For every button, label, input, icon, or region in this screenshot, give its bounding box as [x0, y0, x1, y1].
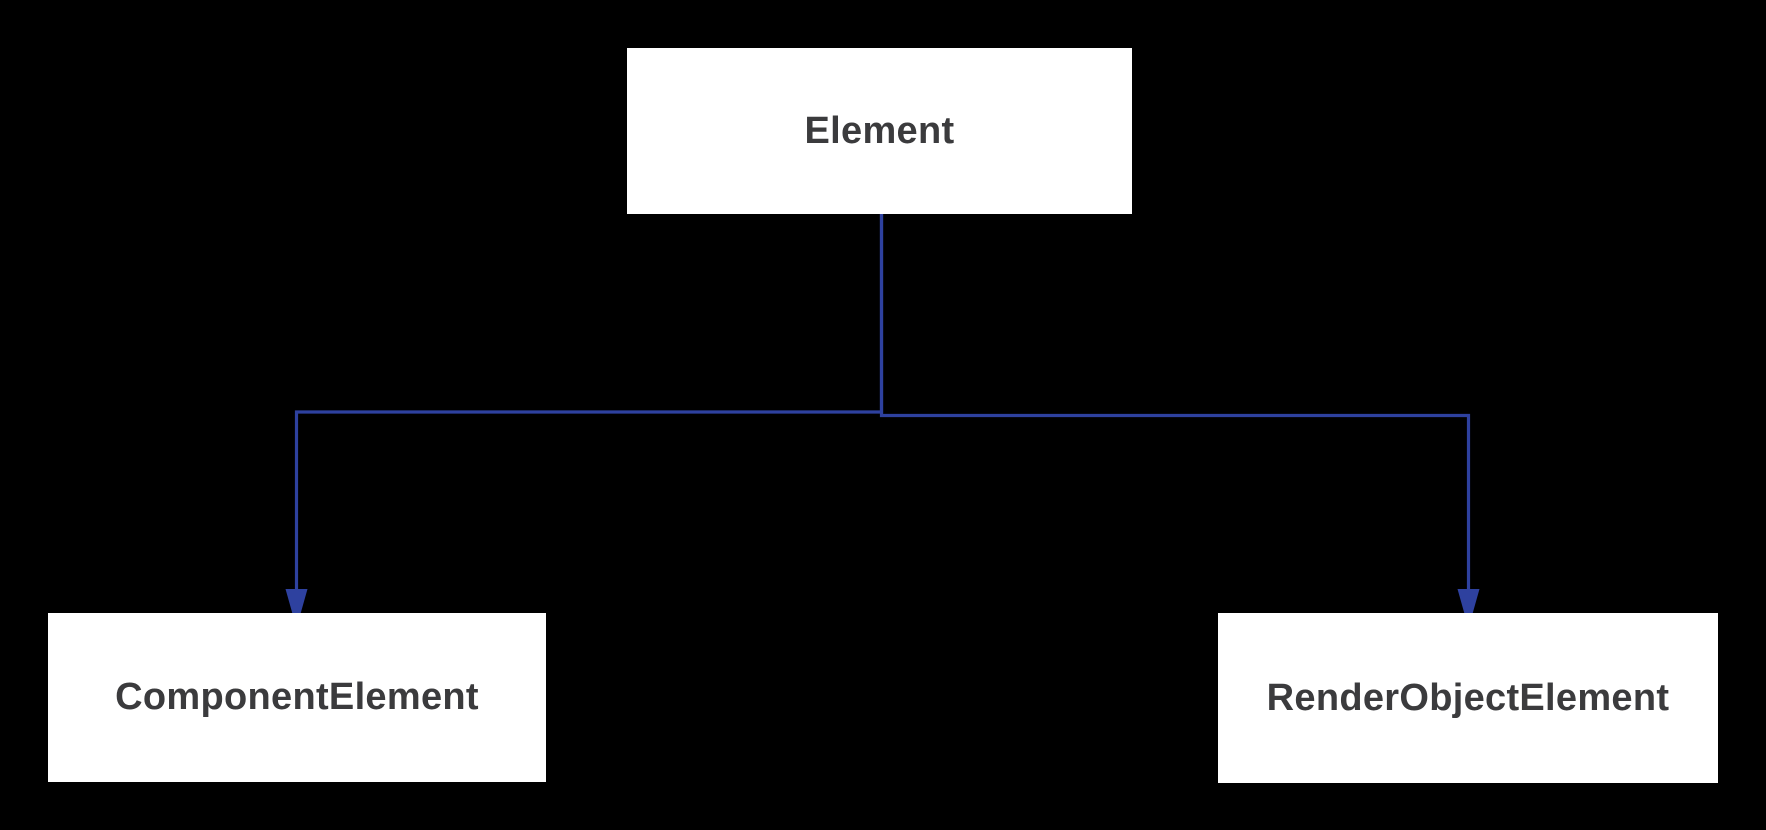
node-render-object-element-label: RenderObjectElement — [1266, 676, 1670, 719]
connector-element-to-renderobjectelement — [879, 214, 1471, 590]
connector-element-to-componentelement — [294, 214, 884, 590]
node-render-object-element: RenderObjectElement — [1218, 613, 1718, 783]
node-component-element-label: ComponentElement — [115, 676, 479, 718]
node-component-element: ComponentElement — [48, 613, 546, 782]
node-element-label: Element — [804, 109, 955, 152]
node-element: Element — [627, 48, 1132, 214]
